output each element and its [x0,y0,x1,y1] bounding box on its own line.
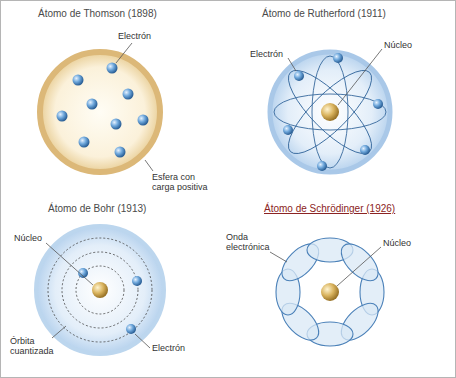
model-title: Átomo de Schrödinger (1926) [264,203,395,215]
schrodinger-atom [270,238,384,347]
rutherford-atom [270,49,390,172]
part-label: Electrón [118,31,151,41]
model-title: Átomo de Thomson (1898) [38,8,157,20]
part-label: Órbita cuantizada [10,336,60,357]
part-label: Onda electrónica [226,232,276,253]
model-title: Átomo de Rutherford (1911) [262,8,386,20]
part-label: Electrón [152,343,185,353]
part-label: Esfera con carga positiva [152,172,214,193]
part-label: Electrón [250,49,283,59]
part-label: Núcleo [383,238,411,248]
thomson-atom [40,43,160,172]
part-label: Núcleo [384,40,412,50]
bohr-atom [36,226,164,354]
model-title: Átomo de Bohr (1913) [48,203,146,215]
part-label: Núcleo [14,233,42,243]
